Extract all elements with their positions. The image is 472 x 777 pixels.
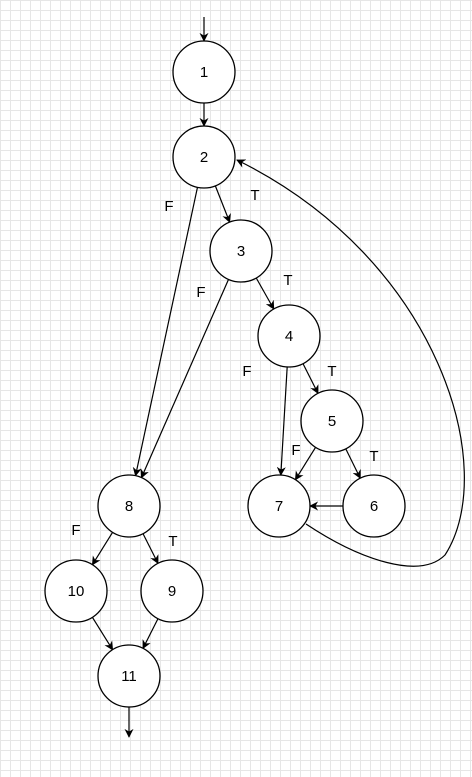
node-label: 3 [237, 243, 245, 260]
node-5: 5 [300, 389, 364, 453]
node-label: 9 [168, 583, 176, 600]
node-4: 4 [257, 304, 321, 368]
node-1: 1 [172, 40, 236, 104]
edge-9-11 [142, 618, 159, 650]
edge-2-8 [132, 187, 199, 477]
node-label: 7 [275, 498, 283, 515]
node-circle [97, 474, 161, 538]
node-circle [342, 474, 406, 538]
node-label: 6 [370, 498, 378, 515]
edge-2-3 [214, 185, 231, 223]
edge-label-5-7: F [291, 442, 300, 459]
edge-label-3-4: T [283, 272, 292, 289]
edge-labels-layer: T F T F T F T F T F [71, 187, 378, 550]
edge-3-4 [255, 277, 275, 310]
node-7: 7 [247, 474, 311, 538]
node-circle [172, 40, 236, 104]
node-circle [140, 559, 204, 623]
node-8: 8 [97, 474, 161, 538]
node-circle [247, 474, 311, 538]
edge-label-3-8: F [196, 284, 205, 301]
edge-5-7 [294, 446, 317, 481]
node-6: 6 [342, 474, 406, 538]
node-label: 1 [200, 64, 208, 81]
node-11: 11 [97, 644, 161, 708]
edge-label-2-8: F [164, 198, 173, 215]
edges-layer [91, 17, 465, 738]
node-circle [257, 304, 321, 368]
node-circle [300, 389, 364, 453]
edge-label-4-7: F [242, 363, 251, 380]
edge-10-11 [91, 616, 114, 651]
node-circle [97, 644, 161, 708]
node-label: 4 [285, 328, 293, 345]
edge-label-4-5: T [327, 363, 336, 380]
edge-3-8 [140, 279, 230, 479]
node-2: 2 [172, 125, 236, 189]
node-label: 11 [121, 668, 137, 685]
edge-8-10 [91, 531, 114, 566]
edge-label-2-3: T [250, 187, 259, 204]
node-label: 8 [125, 498, 133, 515]
node-label: 5 [328, 413, 336, 430]
node-label: 2 [200, 149, 208, 166]
node-circle [44, 559, 108, 623]
node-circle [209, 219, 273, 283]
node-9: 9 [140, 559, 204, 623]
edge-4-5 [302, 363, 319, 395]
edge-label-5-6: T [369, 448, 378, 465]
edge-8-9 [142, 533, 159, 565]
node-circle [172, 125, 236, 189]
edge-label-8-10: F [71, 522, 80, 539]
edge-label-8-9: T [168, 533, 177, 550]
node-label: 10 [68, 583, 85, 600]
node-10: 10 [44, 559, 108, 623]
edge-4-7 [276, 366, 288, 476]
nodes-layer: 1 2 3 4 5 6 7 8 9 10 11 [44, 40, 406, 708]
edge-5-6 [345, 448, 361, 480]
node-3: 3 [209, 219, 273, 283]
edge-7-2 [236, 159, 465, 567]
